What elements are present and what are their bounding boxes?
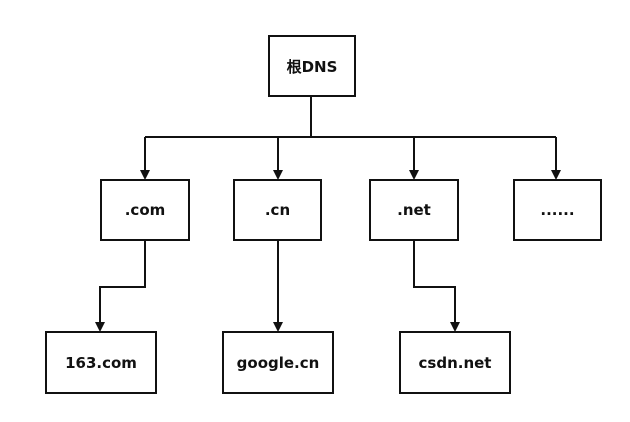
tld-cn-node: .cn: [233, 179, 322, 241]
arrow-net-to-csdn: [413, 241, 460, 332]
domain-google-node: google.cn: [222, 331, 334, 394]
domain-csdn-node: csdn.net: [399, 331, 511, 394]
tld-net-node: .net: [369, 179, 459, 241]
tld-more-node: ......: [513, 179, 602, 241]
arrow-com-to-163: [95, 241, 146, 332]
domain-163-node: 163.com: [45, 331, 157, 394]
tld-com-node: .com: [100, 179, 190, 241]
root-dns-node: 根DNS: [268, 35, 356, 97]
